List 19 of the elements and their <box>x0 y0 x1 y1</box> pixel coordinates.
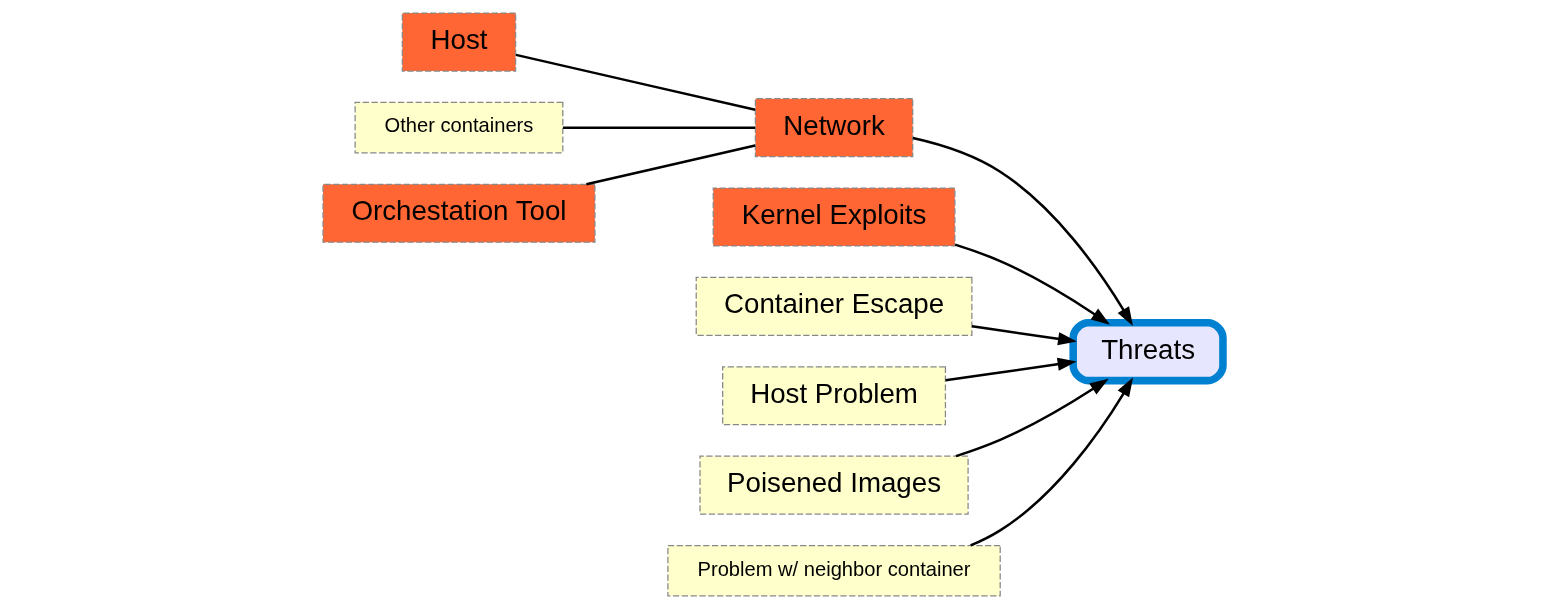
arrow <box>955 378 1109 458</box>
node-box: Poisened Images <box>699 455 969 515</box>
node-box: Container Escape <box>695 276 973 336</box>
arrow <box>954 243 1111 325</box>
connector <box>515 53 756 112</box>
arrow <box>912 136 1133 326</box>
node-box: Network <box>754 98 914 158</box>
arrow <box>970 377 1134 547</box>
connector <box>586 144 756 186</box>
node-box: Orchestation Tool <box>322 183 596 243</box>
node-box: Host <box>401 12 517 72</box>
node-box: Host Problem <box>722 366 947 426</box>
connector <box>563 126 756 129</box>
node-box: Problem w/ neighbor container <box>667 544 1001 597</box>
node-box: Threats <box>1069 318 1227 385</box>
arrow <box>971 325 1077 346</box>
arrow <box>945 357 1077 382</box>
node-box: Other containers <box>354 101 564 154</box>
node-box: Kernel Exploits <box>712 187 956 247</box>
